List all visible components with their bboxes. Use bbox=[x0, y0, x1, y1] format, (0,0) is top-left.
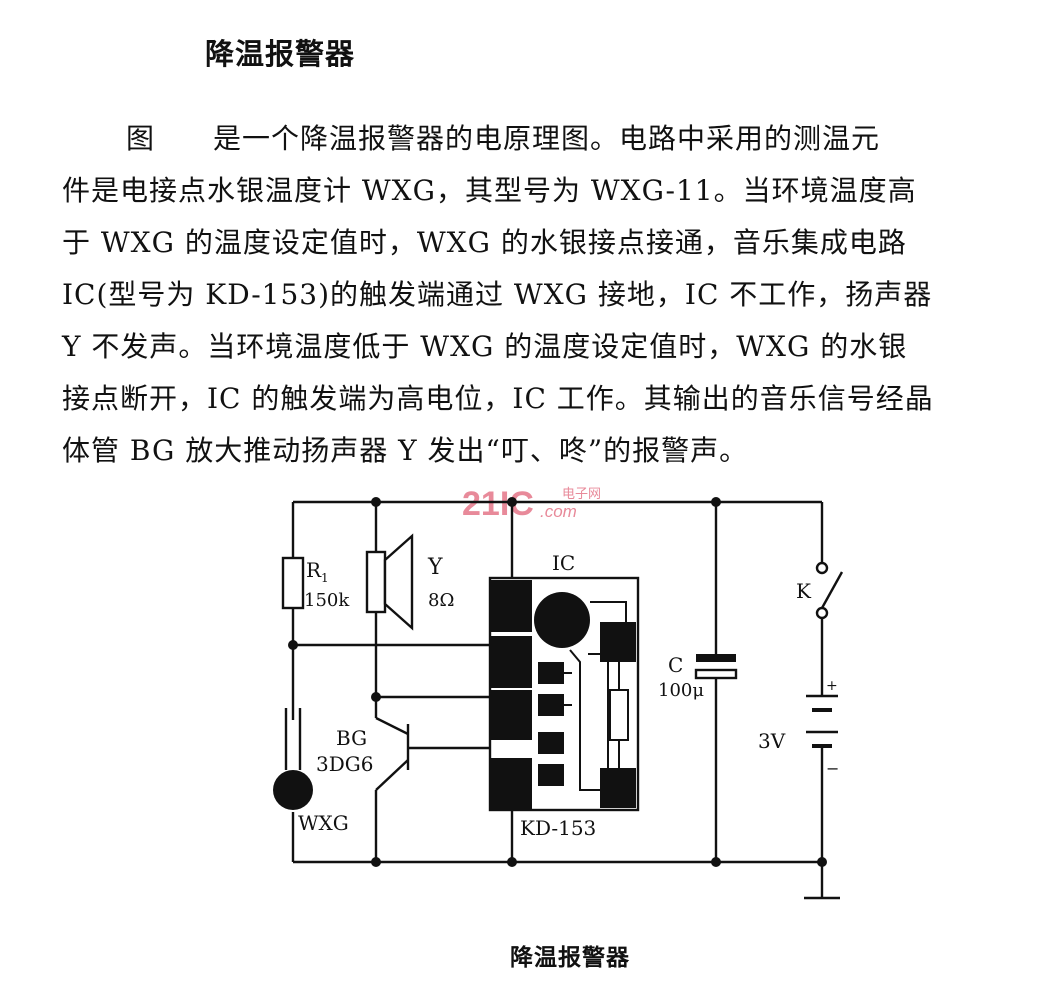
r1-value: 150k bbox=[304, 590, 350, 611]
page-title: 降温报警器 bbox=[205, 37, 356, 71]
junction-dots bbox=[288, 497, 827, 867]
capacitor-c bbox=[694, 654, 738, 680]
switch-label: K bbox=[796, 579, 812, 603]
speaker-icon bbox=[365, 533, 414, 631]
ic-label: IC bbox=[552, 551, 575, 575]
circuit-wires bbox=[291, 500, 840, 900]
resistor-r1 bbox=[281, 556, 305, 610]
paragraph-line: 件是电接点水银温度计 WXG，其型号为 WXG-11。当环境温度高 bbox=[62, 174, 917, 207]
switch-k bbox=[815, 561, 844, 620]
watermark-text: 21IC bbox=[462, 485, 534, 523]
paragraph-line: 于 WXG 的温度设定值时，WXG 的水银接点接通，音乐集成电路 bbox=[62, 226, 907, 259]
paragraph-line: 体管 BG 放大推动扬声器 Y 发出“叮、咚”的报警声。 bbox=[62, 434, 749, 467]
battery-minus: − bbox=[826, 759, 839, 778]
paragraph-line: 接点断开，IC 的触发端为高电位，IC 工作。其输出的音乐信号经晶 bbox=[62, 382, 934, 415]
thermometer-icon bbox=[273, 708, 313, 810]
capacitor-label: C bbox=[668, 653, 683, 677]
figure-caption: 降温报警器 bbox=[510, 945, 630, 971]
r1-label: R bbox=[306, 558, 322, 582]
battery-plus: + bbox=[826, 678, 838, 694]
speaker-value: 8Ω bbox=[428, 590, 454, 611]
r1-subscript: 1 bbox=[321, 571, 329, 585]
capacitor-value: 100μ bbox=[658, 680, 704, 701]
watermark-com: .com bbox=[540, 502, 577, 521]
battery-label: 3V bbox=[758, 729, 786, 753]
thermometer-label: WXG bbox=[298, 811, 349, 835]
transistor-model: 3DG6 bbox=[316, 752, 373, 776]
description-paragraph: 图 是一个降温报警器的电原理图。电路中采用的测温元 件是电接点水银温度计 WXG… bbox=[62, 113, 1002, 477]
battery-icon bbox=[806, 694, 838, 760]
watermark-subtext: 电子网 bbox=[562, 487, 601, 502]
watermark-logo: 21IC 电子网 .com bbox=[462, 485, 601, 523]
transistor-label: BG bbox=[336, 726, 367, 750]
paragraph-line: Y 不发声。当环境温度低于 WXG 的温度设定值时，WXG 的水银 bbox=[62, 330, 908, 363]
paragraph-line: IC(型号为 KD-153)的触发端通过 WXG 接地，IC 不工作，扬声器 bbox=[62, 278, 933, 311]
ic-chip bbox=[488, 576, 640, 812]
paragraph-line: 图 是一个降温报警器的电原理图。电路中采用的测温元 bbox=[126, 122, 881, 155]
ic-model: KD-153 bbox=[520, 816, 596, 840]
speaker-label: Y bbox=[427, 555, 443, 580]
